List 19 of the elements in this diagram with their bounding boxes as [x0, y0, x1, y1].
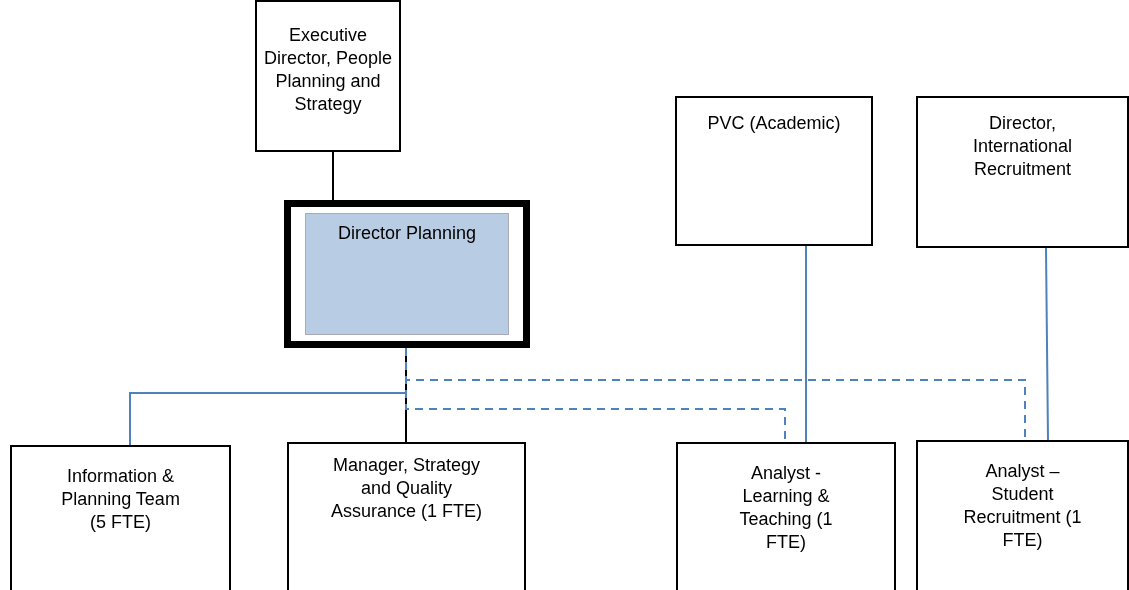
node-text: Analyst - Learning & Teaching (1 FTE): [738, 462, 834, 554]
role-box: [287, 442, 526, 590]
node-text: Executive Director, People Planning and Strategy: [262, 24, 394, 116]
role-box: [255, 0, 401, 152]
role-box: [676, 442, 896, 590]
node-text: PVC (Academic): [707, 112, 841, 135]
role-box: [916, 440, 1129, 590]
role-box: [10, 445, 231, 590]
node-text: Director, International Recruitment: [971, 112, 1074, 181]
node-text: Manager, Strategy and Quality Assurance (1 FTE): [329, 454, 483, 523]
node-text: Analyst – Student Recruitment (1 FTE): [962, 460, 1083, 552]
role-box: [675, 96, 873, 246]
node-text: Director Planning: [337, 222, 477, 245]
connector-line: [805, 245, 807, 443]
highlighted-role-box: [284, 200, 530, 348]
connector-line: [332, 151, 334, 201]
role-box: [916, 96, 1129, 248]
node-text: Information & Planning Team (5 FTE): [60, 465, 181, 534]
connector-line: [1045, 247, 1049, 441]
